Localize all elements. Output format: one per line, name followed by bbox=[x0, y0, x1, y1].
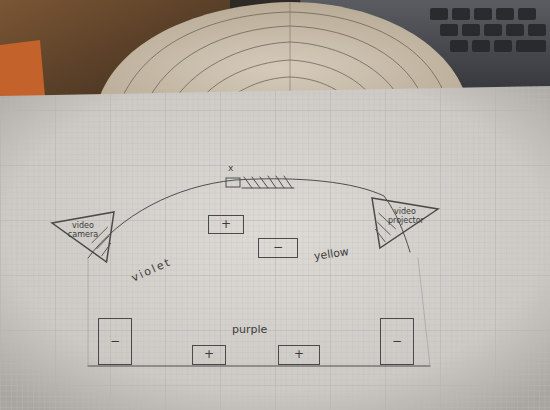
speaker-box: − bbox=[380, 318, 414, 365]
speaker-box: + bbox=[192, 345, 226, 365]
mark-label: x bbox=[228, 163, 233, 173]
polarity-sign: + bbox=[221, 218, 231, 231]
speaker-box: − bbox=[98, 318, 132, 365]
polarity-sign: − bbox=[392, 335, 402, 348]
color-label: violet bbox=[129, 255, 173, 284]
color-label: yellow bbox=[313, 245, 350, 263]
polarity-sign: + bbox=[294, 348, 304, 361]
color-label: purple bbox=[232, 323, 267, 336]
speaker-box: + bbox=[208, 215, 244, 234]
polarity-sign: − bbox=[110, 335, 120, 348]
hatched-triangle: video projector bbox=[372, 198, 438, 248]
equipment-note: video camera bbox=[67, 222, 99, 240]
polarity-sign: − bbox=[273, 241, 283, 254]
equipment-note: video projector bbox=[388, 208, 422, 226]
hatched-triangle: video camera bbox=[52, 212, 114, 262]
polarity-sign: + bbox=[204, 348, 214, 361]
speaker-box: − bbox=[258, 238, 298, 258]
speaker-box: + bbox=[278, 345, 320, 365]
